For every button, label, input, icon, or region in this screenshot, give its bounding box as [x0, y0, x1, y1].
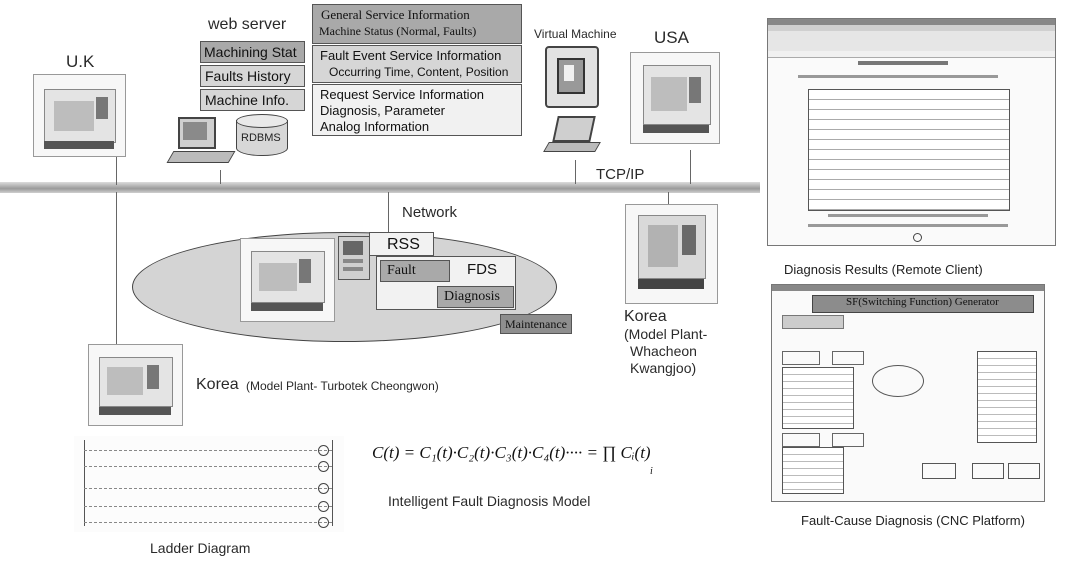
rdbms-cylinder-icon: RDBMS	[236, 114, 288, 160]
uk-label: U.K	[66, 52, 95, 71]
fault-event-service-box: Fault Event Service Information Occurrin…	[312, 45, 522, 83]
korea-right-sub1: (Model Plant-	[624, 326, 708, 342]
plant-machine-image	[240, 238, 335, 322]
korea-left-sub: (Model Plant- Turbotek Cheongwon)	[246, 379, 439, 393]
sf-generator-title: SF(Switching Function) Generator	[846, 296, 999, 308]
vm-drop-line	[575, 160, 576, 184]
menu-machining-stat[interactable]: Machining Stat	[200, 41, 305, 63]
menu-machine-info[interactable]: Machine Info.	[200, 89, 305, 111]
intelligent-model-caption: Intelligent Fault Diagnosis Model	[388, 493, 591, 509]
diagnosis-box: Diagnosis	[437, 286, 514, 308]
fault-cause-caption: Fault-Cause Diagnosis (CNC Platform)	[801, 513, 1025, 528]
general-service-info-box: General Service Information Machine Stat…	[312, 4, 522, 44]
plant-controller-icon	[338, 236, 370, 280]
korea-left-drop-line	[116, 192, 117, 352]
usa-drop-line	[690, 150, 691, 184]
formula-product-index: i	[650, 466, 653, 477]
ladder-diagram-caption: Ladder Diagram	[150, 540, 251, 556]
diagnosis-results-caption: Diagnosis Results (Remote Client)	[784, 262, 983, 277]
ladder-diagram-image	[74, 436, 344, 532]
virtual-machine-icon	[540, 46, 602, 156]
korea-right-sub2: Whacheon	[630, 343, 697, 359]
request-service-box: Request Service Information Diagnosis, P…	[312, 84, 522, 136]
fault-diagnosis-formula: C(t) = C₁(t)·C₂(t)·C₃(t)·C₄(t)···· = ∏ C…	[372, 443, 651, 462]
korea-left-title: Korea	[196, 376, 239, 393]
uk-machine-image	[33, 74, 126, 157]
sf-generator-window: SF(Switching Function) Generator	[771, 284, 1045, 502]
diagnosis-results-window	[767, 18, 1056, 246]
korea-right-sub3: Kwangjoo)	[630, 360, 697, 376]
usa-label: USA	[654, 28, 689, 47]
tcp-ip-label: TCP/IP	[596, 166, 645, 183]
network-drop-line	[388, 192, 389, 232]
maintenance-box: Maintenance	[500, 314, 572, 334]
menu-faults-history[interactable]: Faults History	[200, 65, 305, 87]
usa-machine-image	[630, 52, 720, 144]
server-computer-icon	[166, 117, 240, 172]
virtual-machine-label: Virtual Machine	[534, 27, 617, 41]
fault-box: Fault	[380, 260, 450, 282]
uk-drop-line	[116, 157, 117, 185]
korea-left-machine-image	[88, 344, 183, 426]
rss-box: RSS	[369, 232, 434, 256]
web-server-label: web server	[208, 16, 287, 33]
server-drop-line	[220, 170, 221, 184]
korea-right-machine-image	[625, 204, 718, 304]
korea-right-drop-line	[668, 192, 669, 204]
network-label: Network	[402, 204, 458, 221]
network-backbone	[0, 182, 760, 193]
korea-right-title: Korea	[624, 308, 667, 325]
